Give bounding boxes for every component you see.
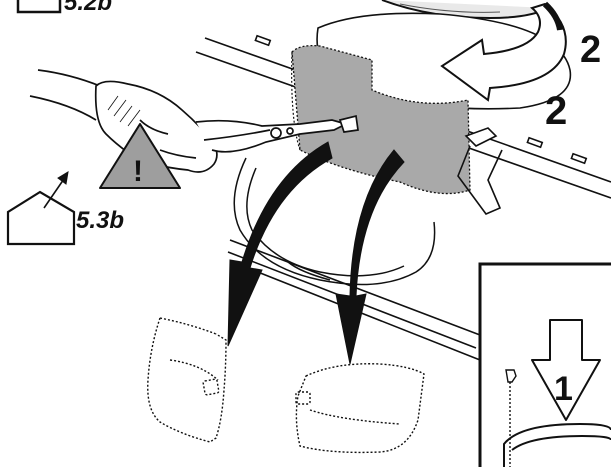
arrow-down-left (227, 141, 333, 347)
round-cover-top (381, 0, 549, 20)
inset-ring (503, 422, 611, 467)
inset-step-number: 1 (554, 370, 573, 408)
arrow-down-right (335, 149, 405, 365)
removed-part-right (295, 363, 425, 454)
step-number-top-right: 2 (580, 29, 601, 71)
filter-disc (233, 157, 436, 286)
warning-triangle-icon (99, 123, 181, 189)
warning-symbol: ! (133, 155, 143, 188)
inset-down-arrow (531, 319, 601, 421)
ref-label-bottom: 5.3b (76, 207, 124, 234)
hood-body (291, 44, 471, 195)
ref-label-top: 5.2b (64, 0, 112, 16)
step-number-rotation: 2 (545, 89, 567, 133)
inset-screw (505, 369, 517, 467)
house-arrow-icon (6, 171, 76, 246)
rotation-arrow (440, 1, 567, 102)
removed-part-left (147, 317, 227, 443)
hood-bracket (457, 127, 503, 215)
ref-box-top (16, 0, 62, 14)
inset-panel (478, 262, 611, 467)
